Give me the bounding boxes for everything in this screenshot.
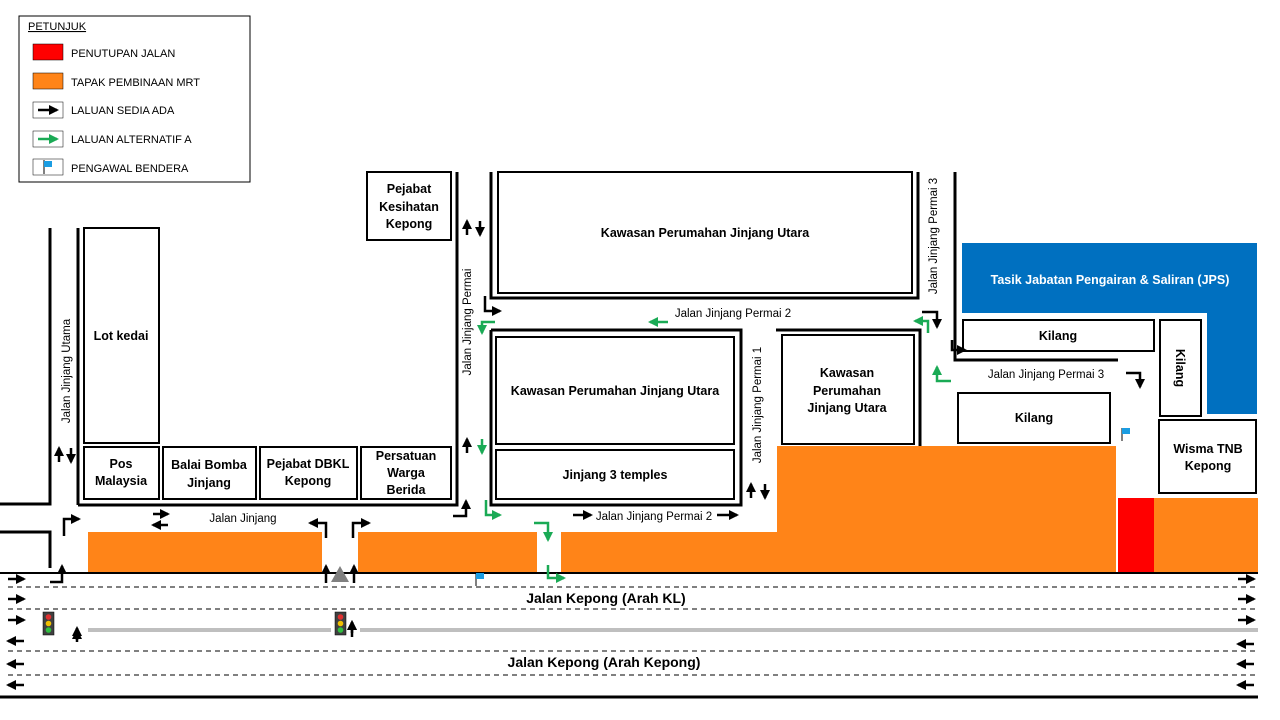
kilang-mid-label: Kilang xyxy=(1015,411,1053,425)
perumahan-right-label: Perumahan xyxy=(813,384,881,398)
perumahan-top-building xyxy=(497,171,913,294)
legend-mrt-label: TAPAK PEMBINAAN MRT xyxy=(71,77,200,89)
balai-bomba-label: Balai Bomba xyxy=(171,458,248,472)
flag-icon xyxy=(43,160,52,174)
temples-building xyxy=(495,449,735,500)
legend: PETUNJUK PENUTUPAN JALAN TAPAK PEMBINAAN… xyxy=(18,15,251,183)
lot-kedai-building xyxy=(83,227,160,444)
road-label-kepong-kepong: Jalan Kepong (Arah Kepong) xyxy=(508,654,701,670)
mrt-site-2 xyxy=(358,532,537,572)
flag-icon xyxy=(475,573,484,586)
balai-bomba-building xyxy=(162,446,257,500)
pejabat-kesihatan-label: Kepong xyxy=(386,217,433,231)
wisma-tnb-label: Wisma TNB xyxy=(1173,442,1242,456)
perumahan-right-label: Jinjang Utara xyxy=(807,401,887,415)
road-label-jinjang-permai-3: Jalan Jinjang Permai 3 xyxy=(928,178,940,294)
traffic-light-icon xyxy=(334,611,347,636)
jalan-kepong-lanes xyxy=(0,572,1258,699)
legend-closure-label: PENUTUPAN JALAN xyxy=(71,48,175,60)
buildings xyxy=(83,171,1257,500)
legend-flagman-label: PENGAWAL BENDERA xyxy=(71,163,189,175)
existing-route-arrows xyxy=(6,219,1256,690)
traffic-light-icon xyxy=(42,611,55,636)
mrt-sites xyxy=(88,446,1258,572)
mrt-site-3 xyxy=(561,446,1116,572)
perumahan-mid-building xyxy=(495,336,735,445)
pejabat-kesihatan-building xyxy=(366,171,452,241)
mrt-site-1 xyxy=(88,532,322,572)
road-closure-block xyxy=(1118,498,1154,572)
wisma-tnb-building xyxy=(1158,419,1257,494)
persatuan-label: Berida xyxy=(387,483,427,497)
legend-existing-label: LALUAN SEDIA ADA xyxy=(71,105,175,117)
kilang-vertical-label: Kilang xyxy=(1173,349,1187,387)
road-label-jinjang: Jalan Jinjang xyxy=(209,513,276,525)
tasik-jps-lake xyxy=(962,243,1257,414)
mrt-swatch xyxy=(32,72,64,90)
kilang-top-building xyxy=(962,319,1155,352)
road-label-jinjang-permai-2: Jalan Jinjang Permai 2 xyxy=(675,308,791,320)
lot-kedai-label: Lot kedai xyxy=(94,329,149,343)
balai-bomba-label: Jinjang xyxy=(187,476,231,490)
pejabat-dbkl-label: Pejabat DBKL xyxy=(267,457,350,471)
road-edges xyxy=(0,172,1118,568)
road-label-jinjang-utama: Jalan Jinjang Utama xyxy=(61,318,73,423)
persatuan-label: Persatuan xyxy=(376,449,436,463)
tasik-jps-label: Tasik Jabatan Pengairan & Saliran (JPS) xyxy=(991,273,1230,287)
pos-malaysia-building xyxy=(83,446,160,500)
persatuan-label: Warga xyxy=(387,466,426,480)
road-label-jinjang-permai: Jalan Jinjang Permai xyxy=(462,269,474,376)
wisma-tnb-label: Kepong xyxy=(1185,459,1232,473)
perumahan-right-label: Kawasan xyxy=(820,366,874,380)
kilang-top-label: Kilang xyxy=(1039,329,1077,343)
road-label-jinjang-permai-3: Jalan Jinjang Permai 3 xyxy=(988,369,1104,381)
mrt-site-4 xyxy=(1154,498,1258,572)
warning-triangle-icon xyxy=(331,566,349,582)
road-label-jinjang-permai-2: Jalan Jinjang Permai 2 xyxy=(596,511,712,523)
pejabat-kesihatan-label: Kesihatan xyxy=(379,200,439,214)
flag-icon xyxy=(1121,428,1130,441)
persatuan-building xyxy=(360,446,452,500)
legend-alt-label: LALUAN ALTERNATIF A xyxy=(71,134,192,146)
road-label-kepong-kl: Jalan Kepong (Arah KL) xyxy=(526,590,685,606)
kilang-vertical-building xyxy=(1159,319,1202,417)
legend-title: PETUNJUK xyxy=(28,21,87,33)
temples-label: Jinjang 3 temples xyxy=(563,468,668,482)
road-label-jinjang-permai-1: Jalan Jinjang Permai 1 xyxy=(752,347,764,463)
perumahan-right-building xyxy=(781,334,915,445)
alt-route-arrows xyxy=(477,316,951,583)
pejabat-kesihatan-label: Pejabat xyxy=(387,182,432,196)
kilang-mid-building xyxy=(957,392,1111,444)
road-labels: Jalan Jinjang Utama Jalan Jinjang Jalan … xyxy=(61,178,1104,670)
pos-malaysia-label: Malaysia xyxy=(95,474,148,488)
building-labels: Lot kedai Pos Malaysia Balai Bomba Jinja… xyxy=(94,182,1243,497)
pejabat-dbkl-building xyxy=(259,446,358,500)
pejabat-dbkl-label: Kepong xyxy=(285,474,332,488)
perumahan-mid-label: Kawasan Perumahan Jinjang Utara xyxy=(511,384,720,398)
perumahan-top-label: Kawasan Perumahan Jinjang Utara xyxy=(601,226,810,240)
pos-malaysia-label: Pos xyxy=(110,457,133,471)
closure-swatch xyxy=(32,43,64,61)
